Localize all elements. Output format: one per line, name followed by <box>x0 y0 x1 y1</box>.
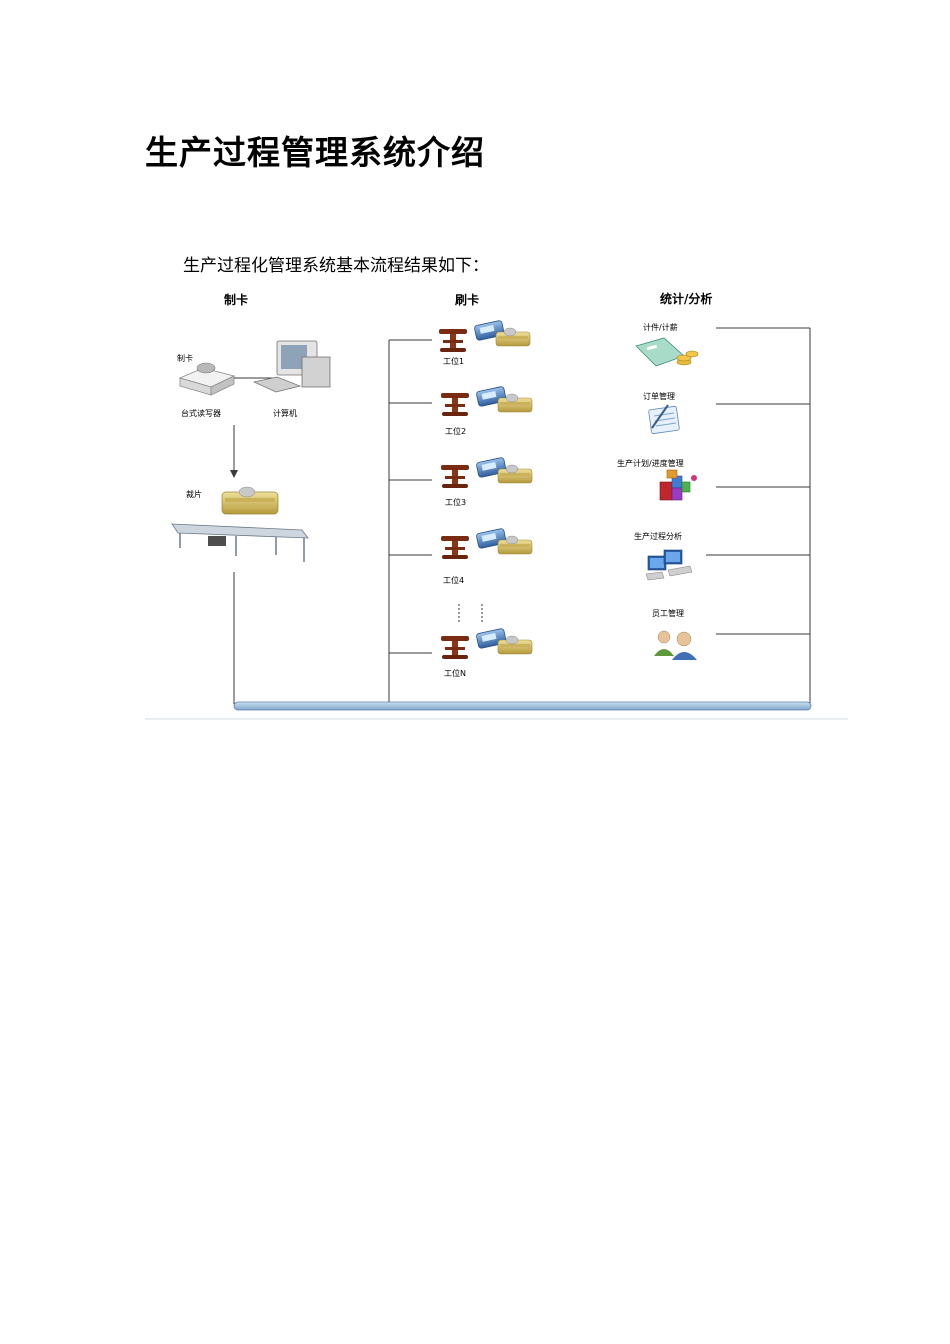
station-label: 工位N <box>444 668 466 678</box>
computer-label: 计算机 <box>273 408 297 418</box>
station-row: 工位N <box>389 627 533 678</box>
network-computers-icon <box>645 549 693 581</box>
analysis-item: 员工管理 <box>652 608 810 660</box>
station-row: 工位2 <box>389 385 533 436</box>
station-label: 工位1 <box>443 356 464 366</box>
cutting-label: 裁片 <box>186 489 202 499</box>
analysis-item: 生产过程分析 <box>634 531 810 581</box>
card-label: 制卡 <box>177 353 193 363</box>
station-ellipsis <box>458 604 483 622</box>
analysis-item: 计件/计薪 <box>635 322 810 367</box>
workstation-icon <box>439 329 467 352</box>
card-terminal-icon <box>475 385 533 413</box>
workstation-icon <box>441 393 469 416</box>
fabric-bundle-icon <box>221 486 279 515</box>
station-row: 工位1 <box>389 319 531 366</box>
document-title: 生产过程管理系统介绍 <box>145 133 485 172</box>
document-intro: 生产过程化管理系统基本流程结果如下： <box>183 256 489 276</box>
workstation-icon <box>441 636 469 659</box>
workstation-icon <box>441 536 469 559</box>
station-label: 工位3 <box>445 497 466 507</box>
analysis-item: 生产计划/进度管理 <box>617 458 810 501</box>
flow-down-arrow <box>230 470 238 478</box>
card-terminal-icon <box>475 456 533 484</box>
column-header-stats: 统计/分析 <box>660 291 712 306</box>
analysis-item-label: 生产计划/进度管理 <box>617 458 684 468</box>
card-terminal-icon <box>475 527 533 555</box>
station-label: 工位4 <box>443 575 464 585</box>
plan-blocks-icon <box>659 469 697 501</box>
cutting-table-icon <box>171 523 309 562</box>
analysis-item-label: 订单管理 <box>643 391 675 401</box>
analysis-item-label: 计件/计薪 <box>643 322 678 332</box>
station-row: 工位3 <box>389 456 533 507</box>
station-row: 工位4 <box>389 527 533 585</box>
column-header-swipe-card: 刷卡 <box>455 292 479 307</box>
reader-label: 台式读写器 <box>181 408 221 418</box>
computer-icon <box>252 340 331 393</box>
station-label: 工位2 <box>445 426 466 436</box>
data-bus-bar <box>233 701 812 711</box>
card-reader-icon <box>178 362 236 396</box>
order-notepad-icon <box>648 404 680 434</box>
analysis-item-label: 生产过程分析 <box>634 531 682 541</box>
column-header-make-card: 制卡 <box>224 292 248 307</box>
calculator-coins-icon <box>635 337 699 367</box>
card-terminal-icon <box>473 319 531 347</box>
card-terminal-icon <box>475 627 533 655</box>
workstation-icon <box>441 465 469 488</box>
analysis-item: 订单管理 <box>643 391 810 434</box>
analysis-item-label: 员工管理 <box>652 608 684 618</box>
staff-people-icon <box>654 630 697 660</box>
